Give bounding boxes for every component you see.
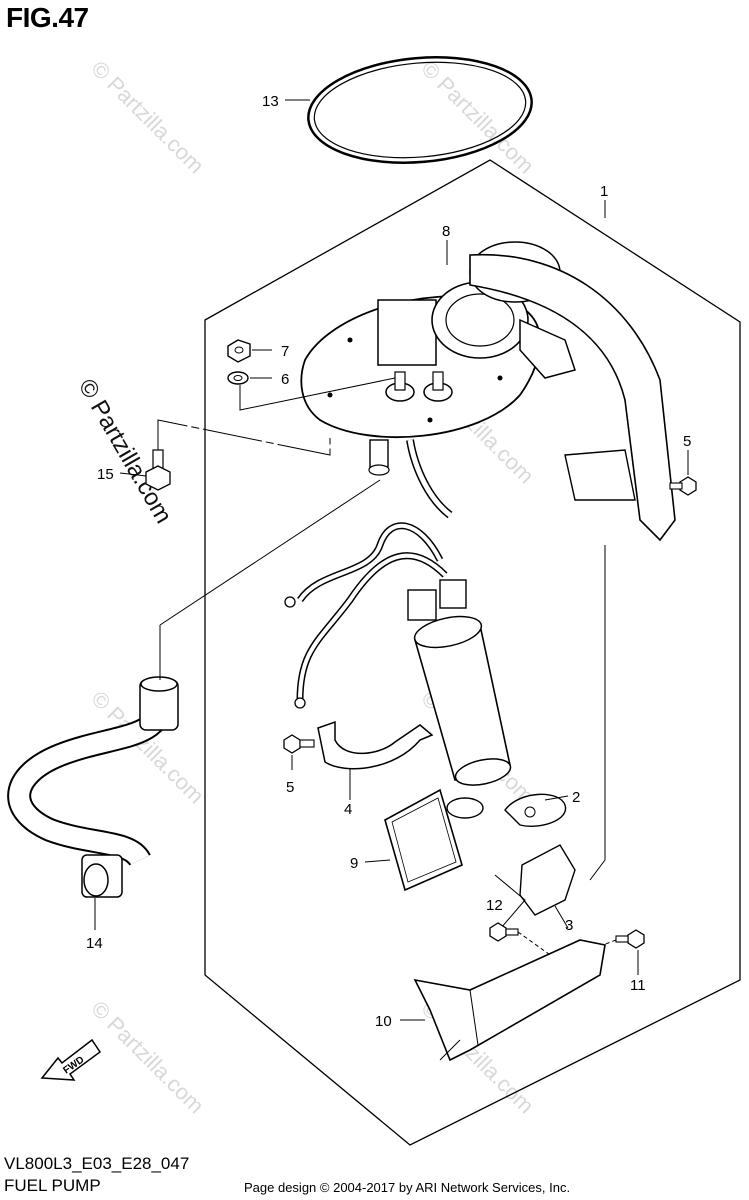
watermark-text: © Partzilla.com (86, 996, 209, 1119)
callout-10: 10 (375, 1013, 392, 1030)
callouts: 13 1 8 7 6 15 5 5 4 2 9 3 12 14 11 10 (86, 93, 691, 1030)
callout-2: 2 (572, 789, 580, 806)
leader-lines (94, 99, 689, 1021)
callout-14: 14 (86, 935, 103, 952)
callout-5-left: 5 (286, 779, 294, 796)
watermark-text: © Partzilla.com (86, 56, 209, 179)
part-12-screw (489, 922, 519, 942)
part-11-screw (615, 929, 645, 949)
part-7-nut (227, 339, 251, 363)
fuel-pump-motor (407, 579, 512, 786)
part-2-damper (504, 793, 567, 827)
part-5-screw-left (283, 734, 315, 754)
pump-bracket-arm (469, 253, 676, 542)
part-15-bolt (145, 449, 171, 491)
part-4-clamp (317, 720, 434, 770)
callout-15: 15 (97, 466, 114, 483)
callout-6: 6 (281, 371, 289, 388)
callout-8: 8 (442, 223, 450, 240)
part-14-fuel-hose (7, 676, 179, 898)
copyright-footer: Page design © 2004-2017 by ARI Network S… (244, 1180, 571, 1195)
part-9-filter (384, 788, 484, 892)
part-6-washer (227, 371, 249, 385)
callout-11: 11 (630, 977, 646, 994)
callout-13: 13 (262, 93, 279, 110)
callout-5-right: 5 (683, 433, 691, 450)
diagram-name: FUEL PUMP (4, 1176, 101, 1195)
figure-title: FIG.47 (6, 2, 89, 33)
callout-7: 7 (281, 343, 289, 360)
part-10-guide (413, 939, 606, 1062)
part-5-screw-right (669, 476, 697, 496)
callout-1: 1 (600, 183, 608, 200)
assembly-outline (204, 159, 741, 1146)
callout-3: 3 (565, 917, 573, 934)
part-3-bracket (494, 844, 576, 936)
fwd-arrow-icon: FWD (40, 1038, 102, 1081)
model-code: VL800L3_E03_E28_047 (4, 1154, 190, 1173)
wire-harness (284, 522, 448, 709)
callout-12: 12 (486, 897, 503, 914)
callout-4: 4 (344, 801, 352, 818)
part-8-pump-top-plate (300, 241, 576, 519)
part-13-gasket (307, 56, 533, 164)
callout-9: 9 (350, 855, 358, 872)
